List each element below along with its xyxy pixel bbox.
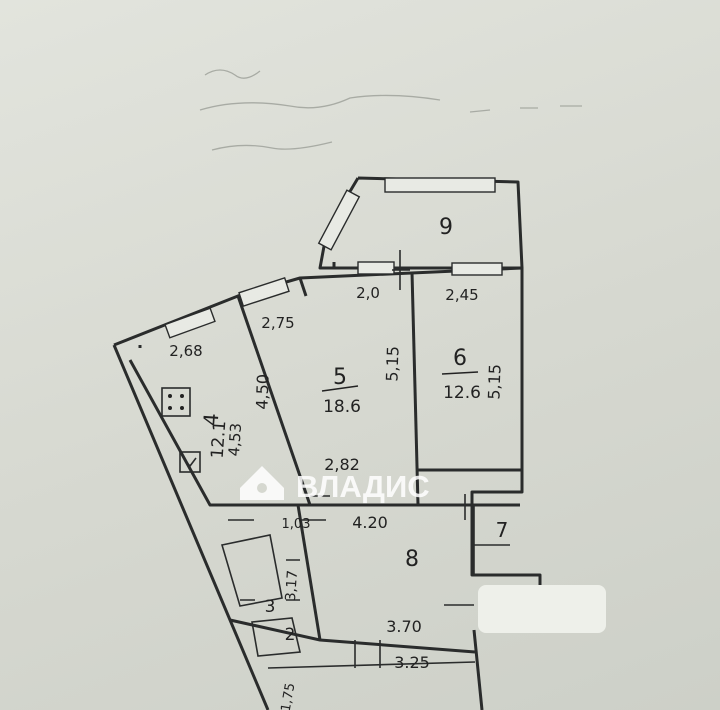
window-room6 (451, 262, 503, 276)
room-5-area: 18.6 (323, 397, 361, 417)
window-room5 (357, 261, 395, 275)
dim-4-53: 4,53 (225, 422, 245, 457)
stove-icon (161, 387, 191, 417)
room-5-number: 5 (333, 365, 347, 390)
kitchen-fixtures (161, 387, 201, 473)
dim-2-45: 2,45 (445, 286, 478, 304)
room-4-area: 12.1 (208, 420, 231, 459)
faint-handwriting (199, 69, 582, 151)
watermark: ВЛАДИС (240, 466, 430, 504)
dim-5-15-right: 5,15 (484, 364, 504, 400)
room-6-area: 12.6 (443, 383, 481, 403)
dim-3-70: 3.70 (386, 617, 422, 636)
dim-5-15-left: 5,15 (382, 346, 402, 382)
watermark-text: ВЛАДИС (296, 469, 430, 504)
sink-icon (179, 451, 201, 473)
window-room9-side (317, 189, 361, 251)
window-room4 (164, 307, 216, 339)
dim-2-82: 2,82 (324, 455, 360, 474)
window-room9-top (384, 177, 496, 193)
interior-walls (128, 262, 522, 669)
dim-2-0: 2,0 (356, 284, 380, 302)
dim-2-75: 2,75 (261, 314, 294, 332)
watermark-house-icon (240, 466, 284, 500)
blurred-patch (478, 585, 606, 633)
room-7-number: 7 (496, 518, 509, 542)
door-marks (228, 250, 474, 668)
dim-2-68: 2,68 (169, 342, 202, 360)
room-2-number: 2 (285, 625, 296, 645)
dim-3-25: 3.25 (394, 653, 430, 672)
dim-1-03: 1,03 (282, 517, 311, 532)
room-labels: 9 5 18.6 6 12.6 4 12.1 8 7 3 2 (199, 215, 509, 645)
dim-3-17: 3,17 (283, 570, 301, 602)
room-9-number: 9 (439, 215, 453, 240)
window-room5-left (238, 277, 290, 307)
room-8-number: 8 (405, 547, 419, 572)
dim-1-75: 1,75 (279, 682, 299, 710)
room-6-number: 6 (453, 346, 467, 371)
dim-4-20: 4.20 (352, 513, 388, 532)
dim-4-50: 4,50 (252, 374, 272, 410)
windows (164, 177, 503, 339)
room-3-number: 3 (265, 597, 276, 617)
room-4-number: 4 (199, 412, 224, 426)
dimension-labels: 2,75 2,0 2,45 2,68 4,50 5,15 5,15 4,53 2… (169, 284, 504, 710)
